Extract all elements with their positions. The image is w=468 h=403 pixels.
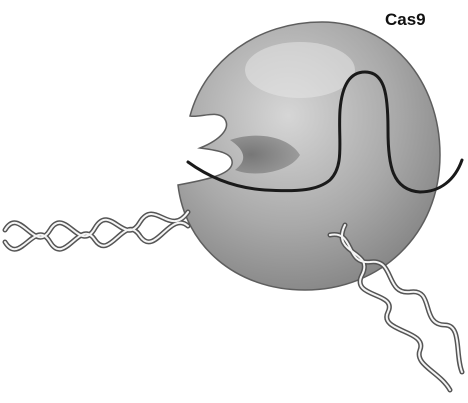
- dna-left-helix-icon: [5, 212, 188, 249]
- cas9-label: Cas9: [385, 10, 426, 30]
- cas9-protein-icon: [178, 22, 440, 290]
